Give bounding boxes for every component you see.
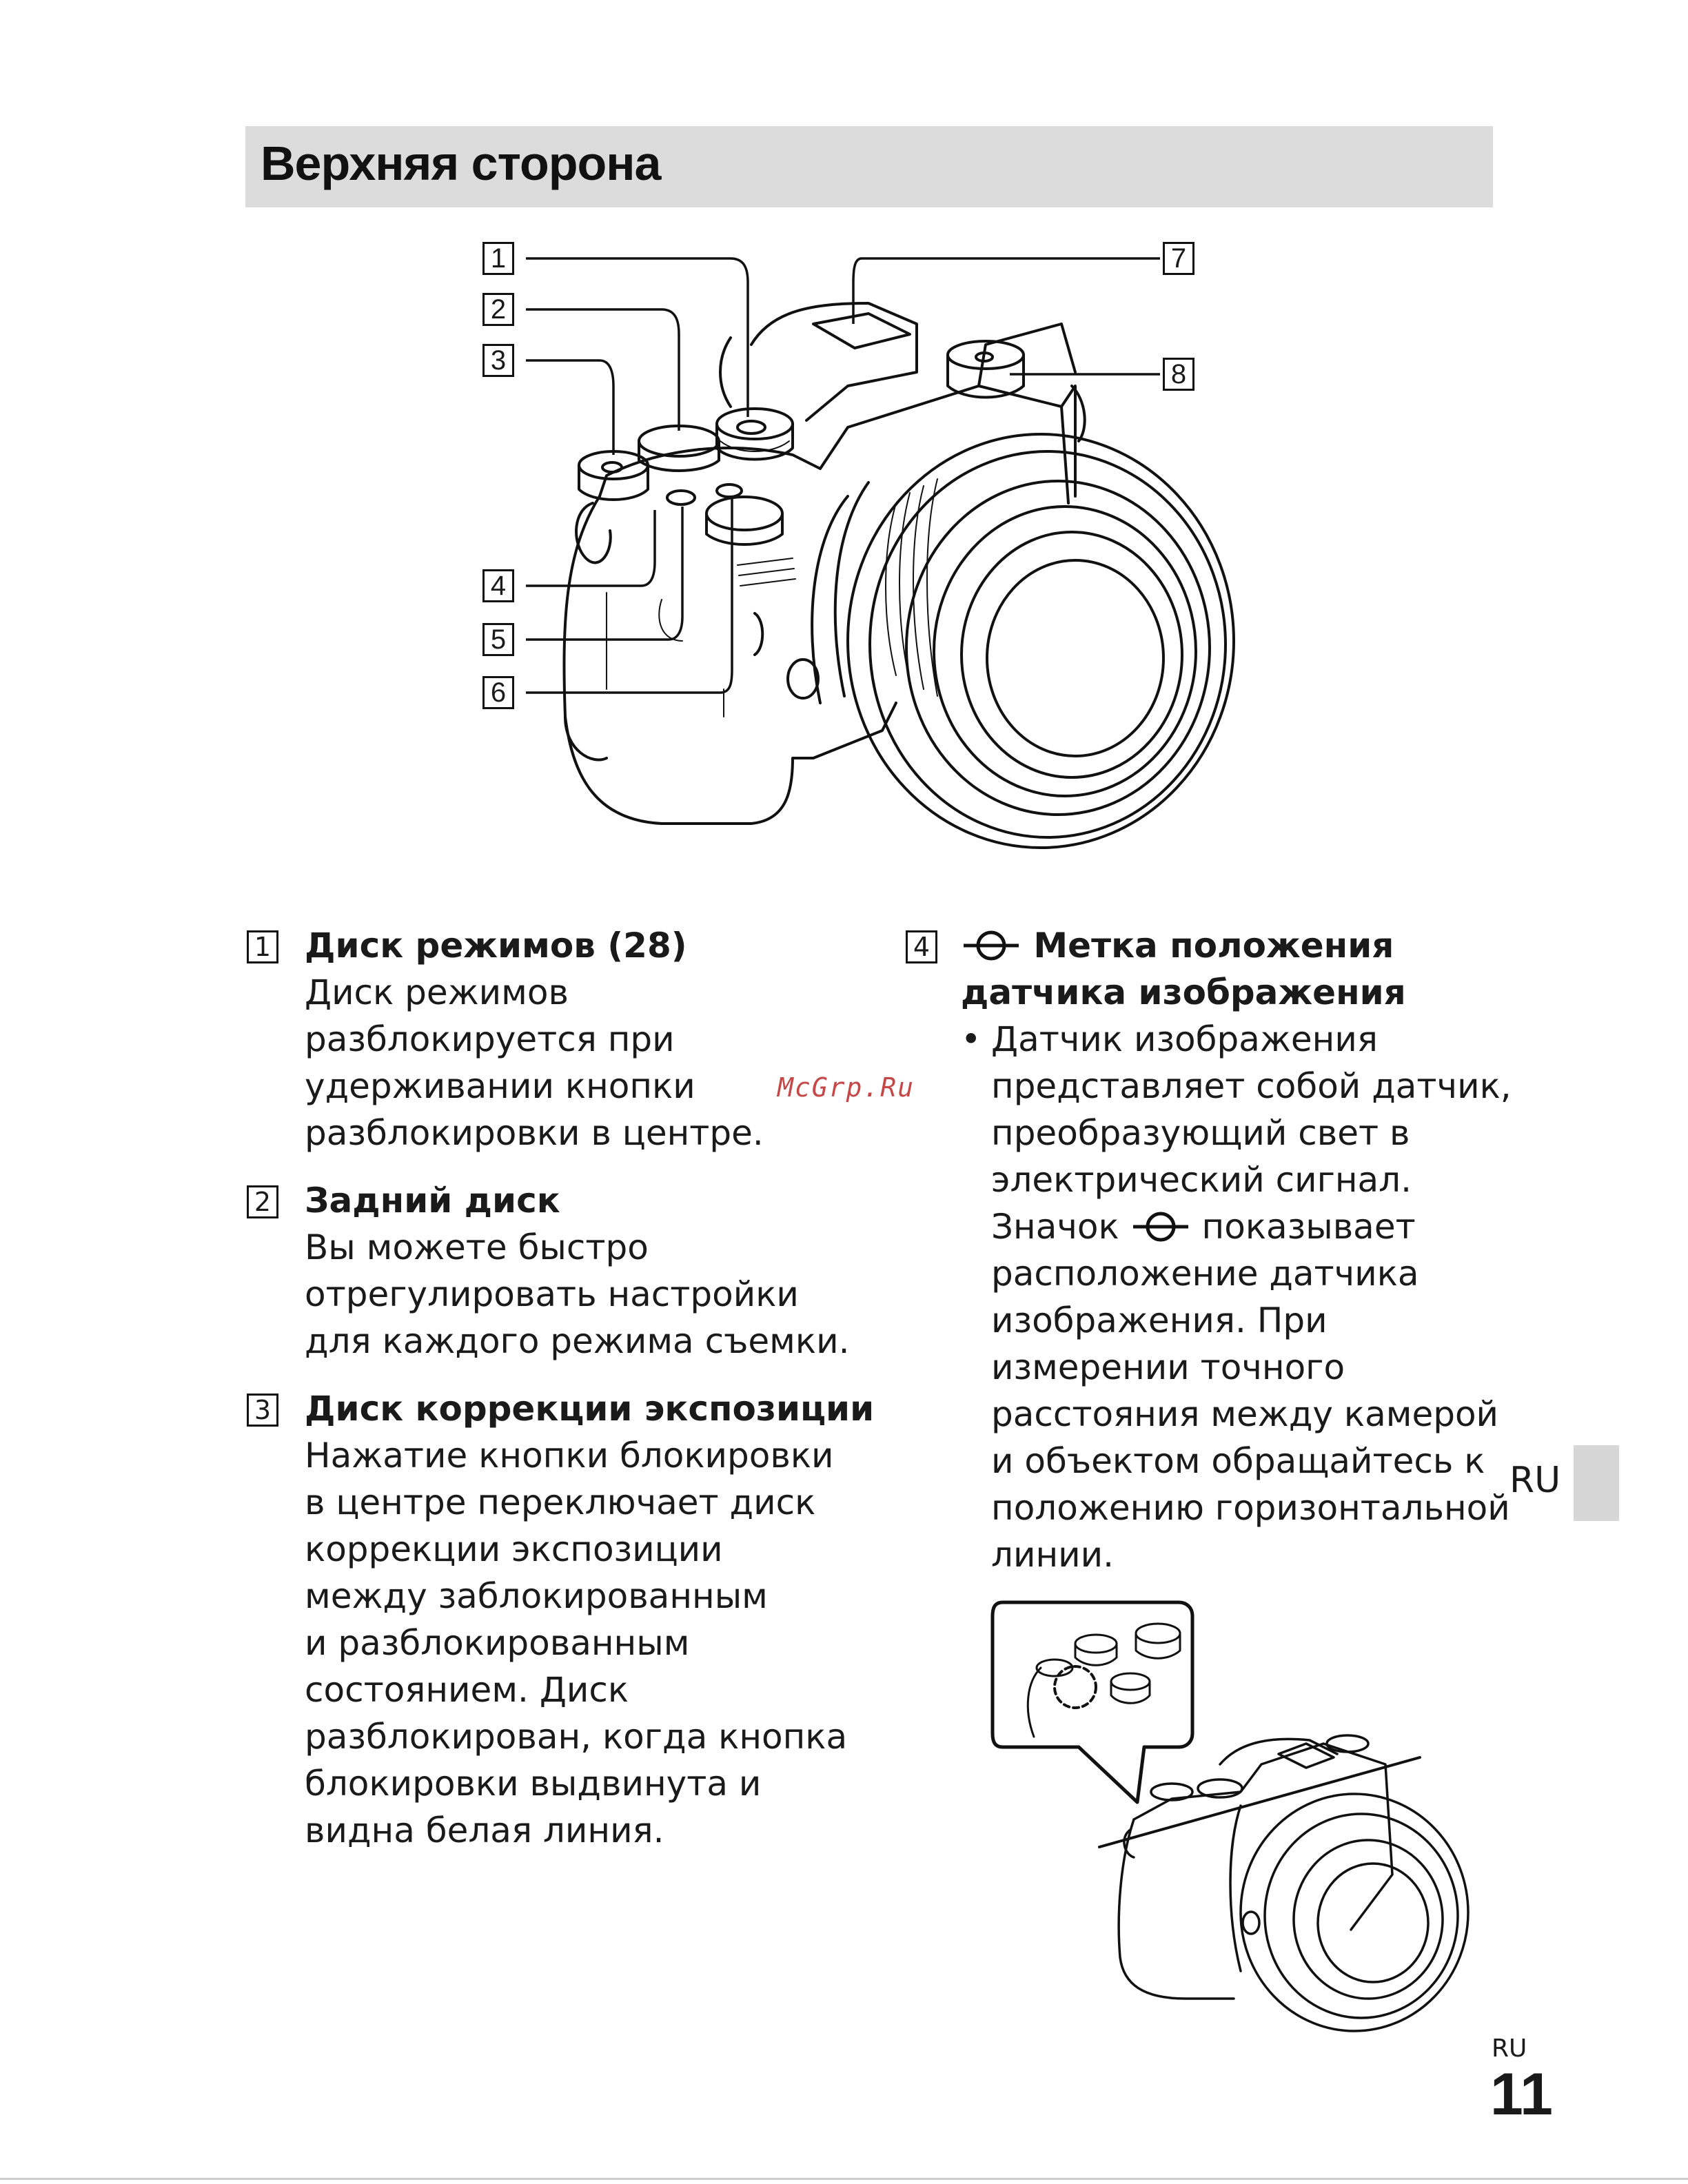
item-line-inline-icon: Значок показывает <box>991 1203 1512 1250</box>
page-language: RU <box>1492 2034 1527 2063</box>
item-line: и объектом обращайтесь к <box>991 1441 1485 1481</box>
inline-post: показывает <box>1201 1207 1416 1247</box>
callout-7: 7 <box>1163 242 1194 275</box>
item-title: Диск коррекции экспозиции <box>305 1389 875 1429</box>
item-line: разблокировки в центре. <box>305 1113 764 1153</box>
page-number: 11 <box>1490 2061 1553 2127</box>
item-line: в центре переключает диск <box>305 1482 816 1522</box>
item-mode-dial: 1 Диск режимов (28) Диск режимов разблок… <box>247 922 884 1156</box>
item-line: линии. <box>991 1535 1115 1575</box>
callout-8: 8 <box>1163 358 1194 391</box>
item-title: Задний диск <box>305 1181 560 1221</box>
callout-6: 6 <box>482 676 514 709</box>
callout-5: 5 <box>482 623 514 656</box>
callout-3: 3 <box>482 344 514 377</box>
item-line: видна белая линия. <box>305 1810 664 1850</box>
item-number: 4 <box>906 930 937 963</box>
right-column: 4 Метка положения датчика изображения Да… <box>906 922 1512 1599</box>
language-tab <box>1574 1445 1619 1521</box>
item-title: Метка положения <box>961 922 1512 969</box>
item-sensor-mark: 4 Метка положения датчика изображения Да… <box>906 922 1512 1578</box>
image-sensor-mark-icon <box>1132 1212 1188 1242</box>
item-rear-dial: 2 Задний диск Вы можете быстро отрегулир… <box>247 1177 884 1365</box>
item-line: состоянием. Диск <box>305 1670 629 1710</box>
item-line: Диск режимов <box>305 972 569 1012</box>
language-tab-label: RU <box>1509 1460 1561 1501</box>
item-title-line2: датчика изображения <box>961 972 1406 1012</box>
item-number: 3 <box>247 1394 278 1427</box>
item-line: изображения. При <box>991 1300 1328 1340</box>
image-sensor-mark-icon <box>964 930 1019 961</box>
item-line: Вы можете быстро <box>305 1227 649 1267</box>
item-line: Нажатие кнопки блокировки <box>305 1436 834 1476</box>
item-line: для каждого режима съемки. <box>305 1321 850 1361</box>
callout-4: 4 <box>482 569 514 602</box>
bullet-paragraph: Датчик изображения представляет собой да… <box>961 1016 1512 1578</box>
section-header: Верхняя сторона <box>245 126 1493 207</box>
item-line: расположение датчика <box>991 1254 1419 1294</box>
item-line: и разблокированным <box>305 1623 690 1663</box>
item-line: представляет собой датчик, <box>991 1066 1512 1106</box>
item-number: 1 <box>247 930 278 963</box>
item-line: электрический сигнал. <box>991 1160 1412 1200</box>
item-line: измерении точного <box>991 1347 1345 1387</box>
item-line: между заблокированным <box>305 1576 768 1616</box>
item-line: Датчик изображения <box>991 1019 1378 1059</box>
callout-2: 2 <box>482 293 514 326</box>
callout-1: 1 <box>482 242 514 275</box>
item-line: разблокирован, когда кнопка <box>305 1717 848 1757</box>
left-column: 1 Диск режимов (28) Диск режимов разблок… <box>247 922 884 1875</box>
item-line: разблокируется при <box>305 1019 675 1059</box>
watermark: McGrp.Ru <box>777 1072 915 1103</box>
item-line: отрегулировать настройки <box>305 1274 799 1314</box>
item-number: 2 <box>247 1185 278 1218</box>
section-title: Верхняя сторона <box>261 136 661 190</box>
item-line: коррекции экспозиции <box>305 1529 723 1569</box>
footer-divider <box>0 2178 1688 2180</box>
item-exposure-dial: 3 Диск коррекции экспозиции Нажатие кноп… <box>247 1385 884 1854</box>
item-title: Диск режимов (28) <box>305 926 687 966</box>
item-line: удерживании кнопки <box>305 1066 695 1106</box>
item-line: положению горизонтальной <box>991 1488 1510 1528</box>
item-line: расстояния между камерой <box>991 1394 1499 1434</box>
item-line: преобразующий свет в <box>991 1113 1410 1153</box>
item-title-line1: Метка положения <box>1033 926 1394 966</box>
inline-pre: Значок <box>991 1207 1119 1247</box>
item-line: блокировки выдвинута и <box>305 1764 762 1804</box>
